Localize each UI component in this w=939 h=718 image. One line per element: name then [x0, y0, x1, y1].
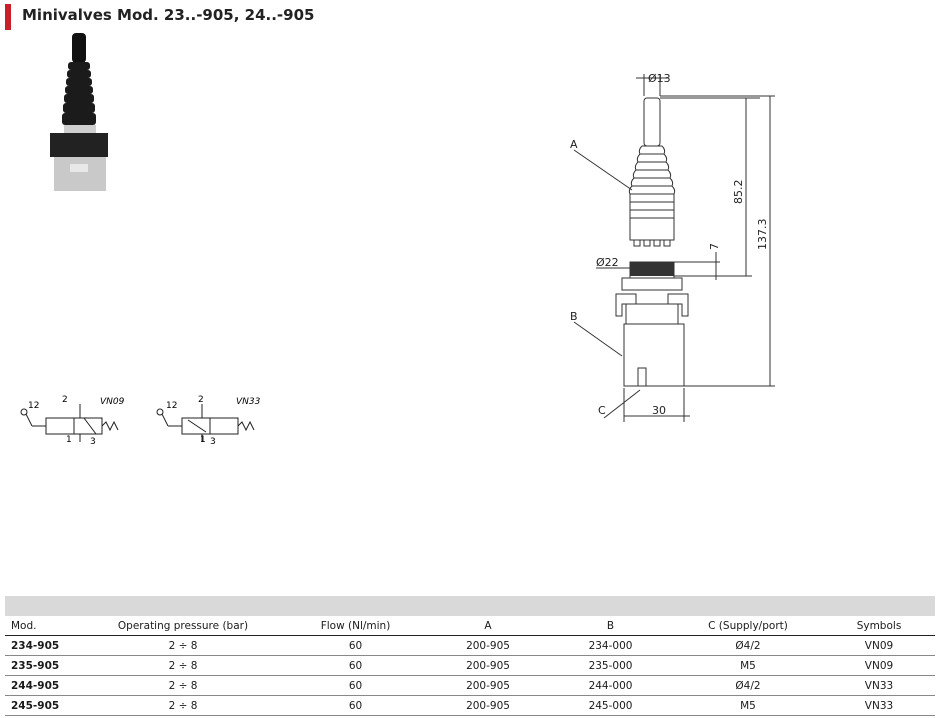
- cell-a: 200-905: [428, 635, 548, 656]
- cell-symbols: VN09: [823, 635, 935, 656]
- label-c: C: [598, 404, 606, 417]
- dim-137-3: 137.3: [756, 219, 769, 251]
- cell-pressure: 2 ÷ 8: [83, 695, 283, 716]
- cell-mod: 245-905: [5, 695, 83, 716]
- label-b: B: [570, 310, 578, 323]
- symbol-vn09: 12 2 1 3 VN09: [20, 395, 125, 447]
- cell-c: Ø4/2: [673, 635, 823, 656]
- cell-symbols: VN09: [823, 655, 935, 676]
- col-pressure: Operating pressure (bar): [83, 616, 283, 636]
- symbol-vn33: 12 2 1 3 VN33: [156, 395, 261, 447]
- cell-a: 200-905: [428, 675, 548, 696]
- cell-a: 200-905: [428, 655, 548, 676]
- vn33-port-2: 2: [198, 395, 204, 405]
- vn09-port-3: 3: [90, 437, 96, 447]
- vn33-port-12: 12: [166, 401, 177, 411]
- vn09-name: VN09: [100, 397, 125, 407]
- vn09-port-1: 1: [66, 435, 72, 445]
- cell-mod: 235-905: [5, 655, 83, 676]
- col-symbols: Symbols: [823, 616, 935, 636]
- page-title: Minivalves Mod. 23..-905, 24..-905: [22, 6, 315, 24]
- cell-pressure: 2 ÷ 8: [83, 635, 283, 656]
- cell-flow: 60: [283, 655, 428, 676]
- cell-b: 234-000: [548, 635, 673, 656]
- cell-symbols: VN33: [823, 675, 935, 696]
- table-header-row: Mod. Operating pressure (bar) Flow (Nl/m…: [5, 616, 935, 636]
- vn09-port-2: 2: [62, 395, 68, 405]
- table-row: 234-905 2 ÷ 8 60 200-905 234-000 Ø4/2 VN…: [5, 635, 935, 656]
- spec-table: Mod. Operating pressure (bar) Flow (Nl/m…: [5, 616, 935, 716]
- vn33-port-3: 3: [210, 437, 216, 447]
- table-header-band: [5, 596, 935, 616]
- cell-flow: 60: [283, 695, 428, 716]
- title-accent-bar: [5, 4, 11, 30]
- cell-mod: 234-905: [5, 635, 83, 656]
- dim-d22: Ø22: [596, 256, 619, 269]
- cell-flow: 60: [283, 675, 428, 696]
- cell-pressure: 2 ÷ 8: [83, 655, 283, 676]
- table-row: 245-905 2 ÷ 8 60 200-905 245-000 M5 VN33: [5, 695, 935, 716]
- technical-drawing: Ø13 Ø22 A B C 30 85.2 137.3 7: [570, 72, 775, 422]
- cell-b: 244-000: [548, 675, 673, 696]
- product-photo: [50, 33, 108, 191]
- cell-flow: 60: [283, 635, 428, 656]
- dim-7: 7: [708, 243, 721, 250]
- vn33-port-1: 1: [200, 435, 206, 445]
- cell-symbols: VN33: [823, 695, 935, 716]
- col-b: B: [548, 616, 673, 636]
- vn33-name: VN33: [236, 397, 261, 407]
- table-row: 244-905 2 ÷ 8 60 200-905 244-000 Ø4/2 VN…: [5, 675, 935, 696]
- col-mod: Mod.: [5, 616, 83, 636]
- cell-b: 235-000: [548, 655, 673, 676]
- col-a: A: [428, 616, 548, 636]
- dim-30: 30: [652, 404, 666, 417]
- cell-c: Ø4/2: [673, 675, 823, 696]
- cell-pressure: 2 ÷ 8: [83, 675, 283, 696]
- cell-c: M5: [673, 695, 823, 716]
- cell-b: 245-000: [548, 695, 673, 716]
- cell-a: 200-905: [428, 695, 548, 716]
- dim-d13: Ø13: [648, 72, 671, 85]
- cell-c: M5: [673, 655, 823, 676]
- col-c: C (Supply/port): [673, 616, 823, 636]
- table-row: 235-905 2 ÷ 8 60 200-905 235-000 M5 VN09: [5, 655, 935, 676]
- dim-85-2: 85.2: [732, 180, 745, 205]
- spec-table-container: Mod. Operating pressure (bar) Flow (Nl/m…: [5, 596, 935, 716]
- vn09-port-12: 12: [28, 401, 39, 411]
- col-flow: Flow (Nl/min): [283, 616, 428, 636]
- label-a: A: [570, 138, 578, 151]
- cell-mod: 244-905: [5, 675, 83, 696]
